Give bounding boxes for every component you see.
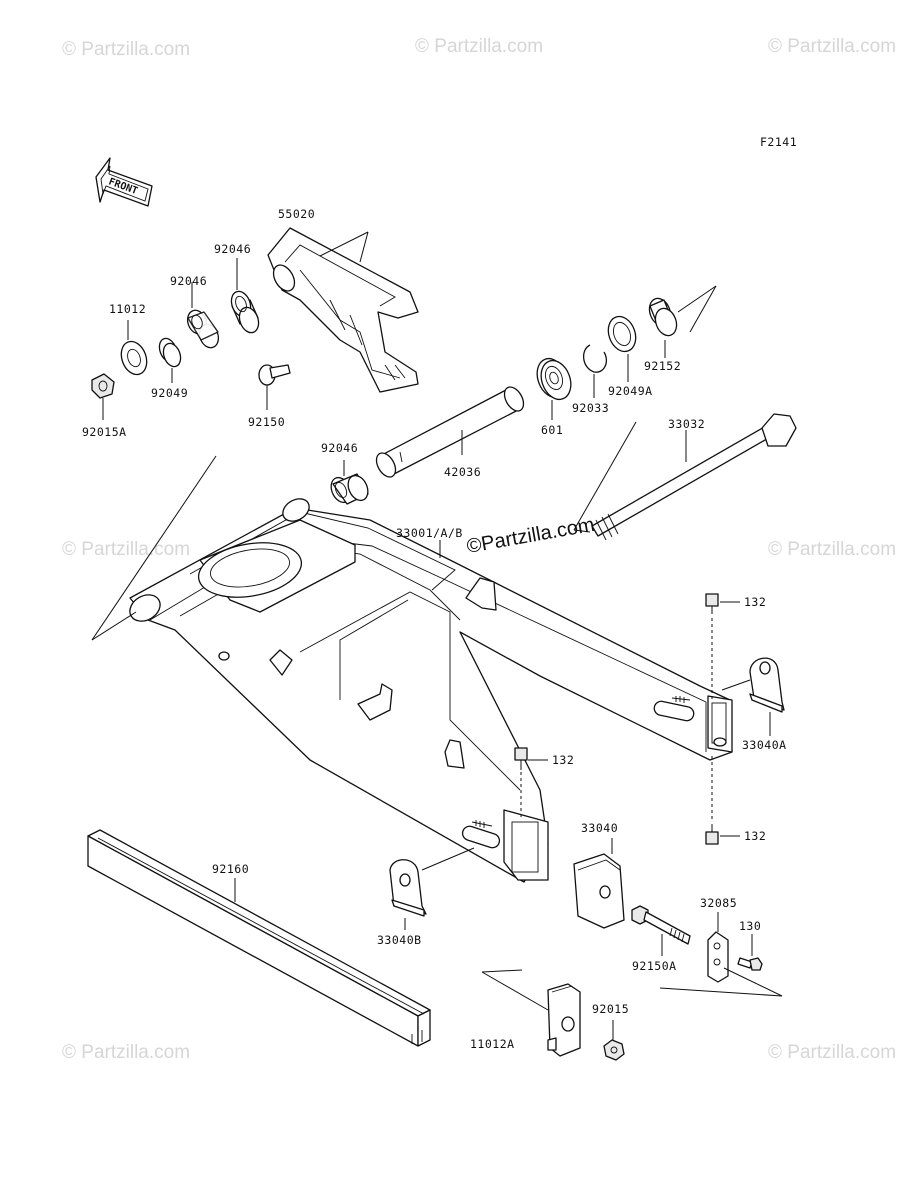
watermark: © Partzilla.com <box>415 36 543 57</box>
bolt-130 <box>737 934 763 971</box>
slider-11012A <box>481 969 581 1057</box>
ball-bearing <box>536 357 572 420</box>
leader-line <box>91 455 217 641</box>
cap <box>120 320 148 376</box>
bracket-33040B <box>389 847 475 930</box>
label-33040B: 33040B <box>377 933 422 947</box>
label-132: 132 <box>552 753 574 767</box>
label-92046: 92046 <box>214 242 251 256</box>
oil-seal-92049A <box>607 315 637 382</box>
front-arrow-icon: FRONT <box>95 157 153 207</box>
bolt-132-middle <box>514 747 548 818</box>
needle-bearing-middle <box>186 282 220 349</box>
label-92152: 92152 <box>644 359 681 373</box>
watermarks: © Partzilla.com © Partzilla.com © Partzi… <box>62 36 896 1063</box>
nut-92015A <box>91 373 115 420</box>
center-watermark: ©Partzilla.com <box>465 514 596 558</box>
label-601: 601 <box>541 423 563 437</box>
bolt-92150 <box>258 364 291 410</box>
pivot-sleeve <box>375 386 525 478</box>
nut-92015 <box>603 1020 625 1061</box>
adjuster-plate <box>707 912 729 983</box>
pivot-shaft <box>573 413 797 541</box>
watermark: © Partzilla.com <box>62 539 190 560</box>
label-92015: 92015 <box>592 1002 629 1016</box>
label-33001: 33001/A/B <box>396 526 463 540</box>
circlip <box>583 344 608 398</box>
label-130: 130 <box>739 919 761 933</box>
label-33040A: 33040A <box>742 738 787 752</box>
label-92049A: 92049A <box>608 384 653 398</box>
bracket-33040A <box>721 657 785 736</box>
watermark: © Partzilla.com <box>62 39 190 60</box>
bolt-92150A <box>631 905 691 956</box>
label-92046: 92046 <box>321 441 358 455</box>
figure-code: F2141 <box>760 135 797 149</box>
label-132: 132 <box>744 595 766 609</box>
label-11012A: 11012A <box>470 1037 515 1051</box>
chain-slipper <box>87 829 431 1047</box>
chain-guide <box>267 227 419 393</box>
watermark: © Partzilla.com <box>768 1042 896 1063</box>
leader-line <box>91 611 137 641</box>
part-labels: 55020 92046 92046 11012 92049 92015A 921… <box>82 207 787 1051</box>
swingarm-body <box>129 498 733 883</box>
watermark: © Partzilla.com <box>768 36 896 57</box>
label-11012: 11012 <box>109 302 146 316</box>
bolt-132-top <box>705 593 740 700</box>
needle-bearing-lower <box>330 460 369 505</box>
oil-seal <box>158 337 182 383</box>
label-92033: 92033 <box>572 401 609 415</box>
label-92160: 92160 <box>212 862 249 876</box>
bolt-132-bottom <box>705 756 740 845</box>
label-42036: 42036 <box>444 465 481 479</box>
label-55020: 55020 <box>278 207 315 221</box>
label-32085: 32085 <box>700 896 737 910</box>
label-33040: 33040 <box>581 821 618 835</box>
watermark: © Partzilla.com <box>768 539 896 560</box>
needle-bearing-upper <box>230 258 260 334</box>
adjuster-block-33040 <box>573 838 625 929</box>
label-92049: 92049 <box>151 386 188 400</box>
label-92150: 92150 <box>248 415 285 429</box>
label-92150A: 92150A <box>632 959 677 973</box>
watermark: © Partzilla.com <box>62 1042 190 1063</box>
collar-92152 <box>648 285 717 358</box>
label-132: 132 <box>744 829 766 843</box>
leader-line <box>723 967 783 997</box>
label-92046: 92046 <box>170 274 207 288</box>
label-33032: 33032 <box>668 417 705 431</box>
leader-line <box>659 987 783 997</box>
label-92015A: 92015A <box>82 425 127 439</box>
